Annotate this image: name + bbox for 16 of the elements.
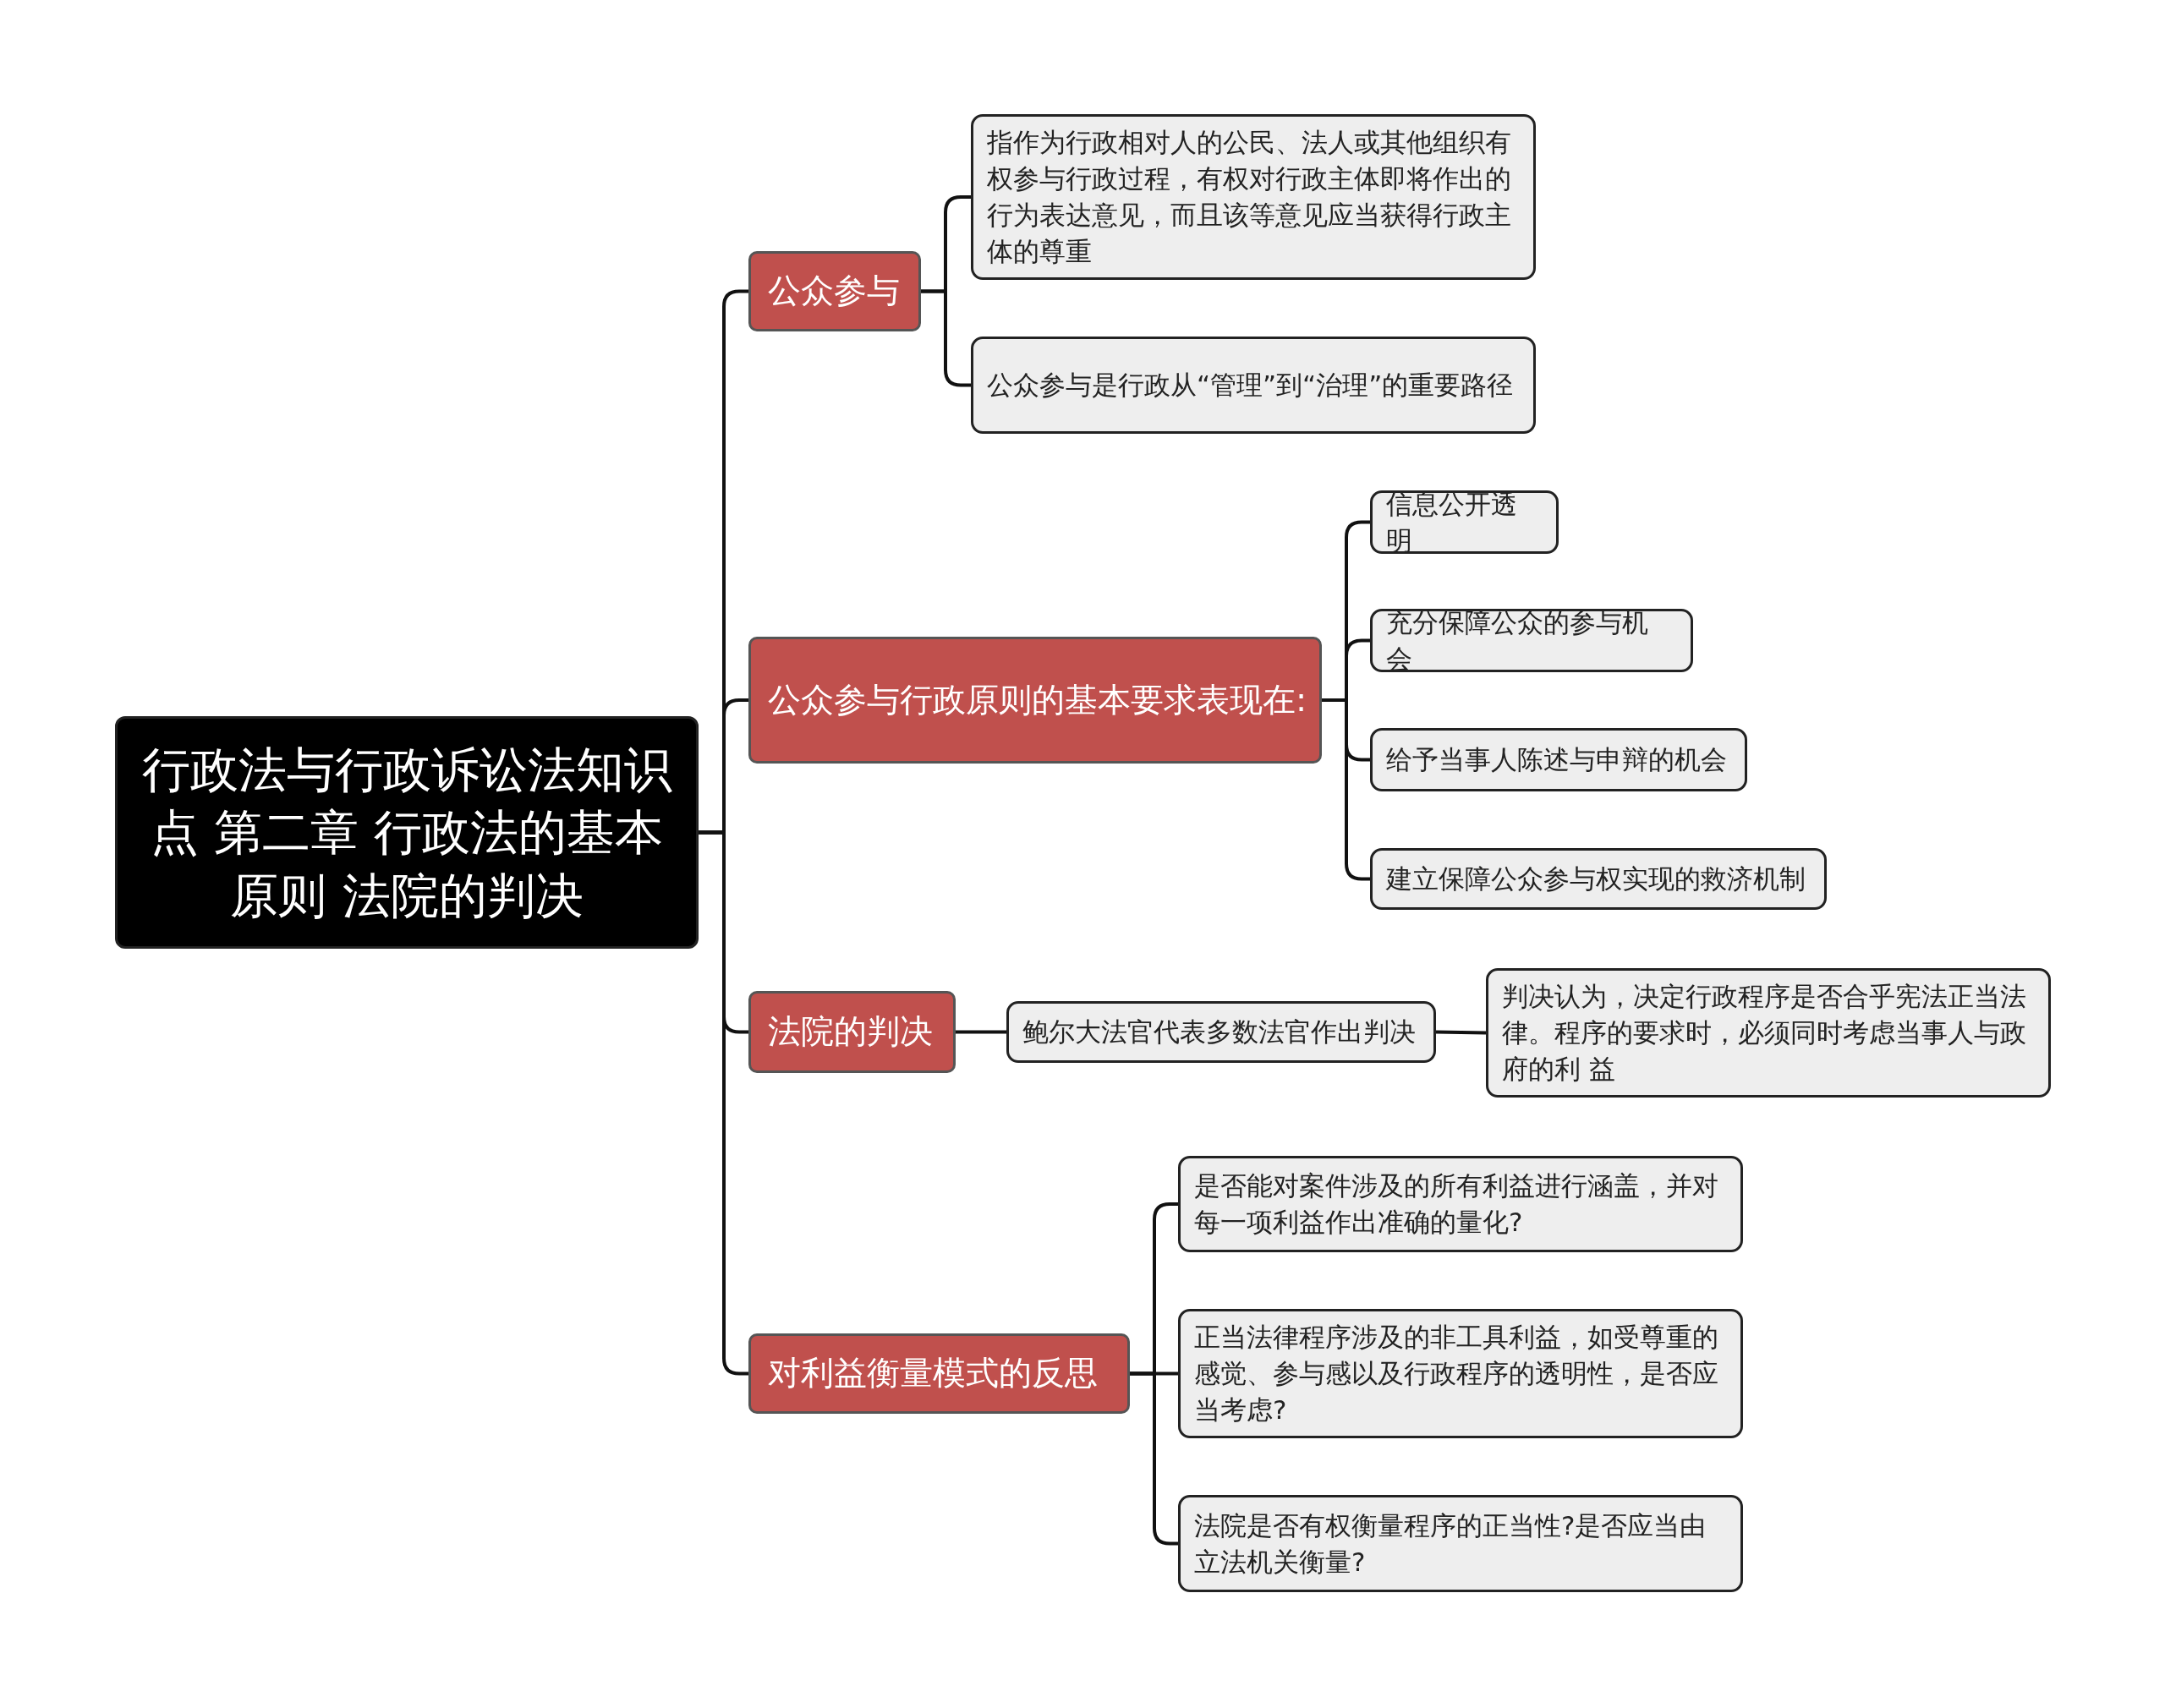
topic-box: 法院的判决 (748, 991, 956, 1073)
note-box: 建立保障公众参与权实现的救济机制 (1370, 848, 1827, 910)
note-box: 正当法律程序涉及的非工具利益，如受尊重的感觉、参与感以及行政程序的透明性，是否应当考虑? (1178, 1309, 1743, 1438)
note-box: 公众参与是行政从“管理”到“治理”的重要路径 (971, 337, 1536, 434)
note-box: 指作为行政相对人的公民、法人或其他组织有权参与行政过程，有权对行政主体即将作出的行为表达意见，而且该等意见应当获得行政主体的尊重 (971, 114, 1536, 280)
topic-box: 对利益衡量模式的反思 (748, 1333, 1130, 1414)
note-box: 给予当事人陈述与申辩的机会 (1370, 728, 1747, 791)
note-box: 判决认为，决定行政程序是否合乎宪法正当法律。程序的要求时，必须同时考虑当事人与政府的利 益 (1486, 968, 2051, 1098)
connector-line (1435, 1030, 1487, 1035)
note-box: 法院是否有权衡量程序的正当性?是否应当由立法机关衡量? (1178, 1495, 1743, 1592)
topic-box: 公众参与行政原则的基本要求表现在: (748, 637, 1322, 764)
topic-box: 公众参与 (748, 251, 921, 331)
title-box: 行政法与行政诉讼法知识点 第二章 行政法的基本原则 法院的判决 (115, 716, 699, 949)
note-box: 是否能对案件涉及的所有利益进行涵盖，并对每一项利益作出准确的量化? (1178, 1156, 1743, 1252)
connector-line (956, 1030, 1006, 1034)
note-box: 鲍尔大法官代表多数法官作出判决 (1006, 1001, 1436, 1063)
